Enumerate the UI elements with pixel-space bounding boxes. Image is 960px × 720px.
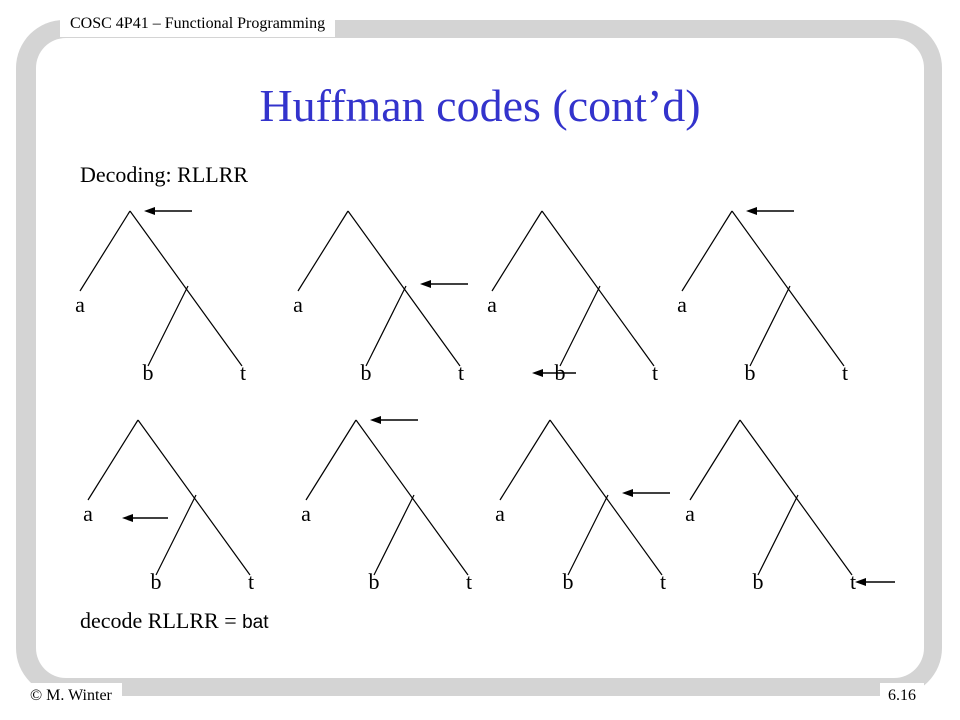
tree-edge-inner-left (757, 494, 799, 576)
course-header: COSC 4P41 – Functional Programming (60, 11, 336, 37)
tree-step-2: a b t (293, 210, 468, 385)
tree-edge-inner-left (147, 285, 189, 367)
pointer-arrow-icon (855, 578, 895, 586)
leaf-label-a: a (301, 501, 311, 526)
leaf-label-t: t (458, 360, 464, 385)
tree-edge-root-left (689, 419, 741, 501)
leaf-label-b: b (563, 569, 574, 594)
tree-edge-inner-left (155, 494, 197, 576)
tree-edge-root-left (305, 419, 357, 501)
leaf-label-t: t (842, 360, 848, 385)
tree-edge-root-left (87, 419, 139, 501)
leaf-label-t: t (466, 569, 472, 594)
pointer-arrow-icon (144, 207, 192, 215)
leaf-label-b: b (361, 360, 372, 385)
tree-edge-inner-left (749, 285, 791, 367)
leaf-label-t: t (248, 569, 254, 594)
tree-edge-root-right (129, 210, 243, 367)
tree-edge-root-right (731, 210, 845, 367)
slide-title: Huffman codes (cont’d) (259, 80, 701, 131)
leaf-label-t: t (652, 360, 658, 385)
pointer-arrow-icon (746, 207, 794, 215)
tree-edge-root-right (541, 210, 655, 367)
leaf-label-a: a (487, 292, 497, 317)
leaf-label-b: b (151, 569, 162, 594)
pointer-arrow-icon (622, 489, 670, 497)
tree-edge-root-right (137, 419, 251, 576)
leaf-label-a: a (293, 292, 303, 317)
tree-edge-root-left (79, 210, 131, 292)
pointer-arrow-icon (420, 280, 468, 288)
pointer-arrow-icon (370, 416, 418, 424)
leaf-label-t: t (240, 360, 246, 385)
author-footer: © M. Winter (20, 683, 122, 709)
tree-edge-root-right (739, 419, 853, 576)
tree-edge-inner-left (373, 494, 415, 576)
leaf-label-a: a (495, 501, 505, 526)
tree-step-1: a b t (75, 207, 246, 385)
leaf-label-a: a (83, 501, 93, 526)
tree-step-5: a b t (83, 419, 254, 594)
tree-edge-inner-left (365, 285, 407, 367)
leaf-label-t: t (660, 569, 666, 594)
tree-edge-inner-left (567, 494, 609, 576)
leaf-label-b: b (745, 360, 756, 385)
tree-step-8: a b t (685, 419, 895, 594)
tree-edge-root-left (297, 210, 349, 292)
pointer-arrow-icon (532, 369, 576, 377)
tree-edge-inner-left (559, 285, 601, 367)
tree-edge-root-right (347, 210, 461, 367)
leaf-label-b: b (143, 360, 154, 385)
leaf-label-b: b (369, 569, 380, 594)
tree-step-7: a b t (495, 419, 670, 594)
tree-edge-root-left (499, 419, 551, 501)
tree-edge-root-right (549, 419, 663, 576)
slide-content-area (36, 38, 924, 678)
decode-result: decode RLLRR = bat (80, 606, 269, 638)
tree-edge-root-left (491, 210, 543, 292)
tree-step-4: a b t (677, 207, 848, 385)
pointer-arrow-icon (122, 514, 168, 522)
leaf-label-a: a (75, 292, 85, 317)
decode-result-label: decode RLLRR = (80, 608, 237, 633)
decoding-caption: Decoding: RLLRR (80, 162, 249, 187)
leaf-label-a: a (677, 292, 687, 317)
tree-step-6: a b t (301, 416, 472, 594)
tree-edge-root-left (681, 210, 733, 292)
leaf-label-b: b (753, 569, 764, 594)
tree-edge-root-right (355, 419, 469, 576)
decode-result-value: bat (242, 612, 269, 633)
slide-number: 6.16 (880, 683, 924, 709)
leaf-label-t: t (850, 569, 856, 594)
leaf-label-a: a (685, 501, 695, 526)
